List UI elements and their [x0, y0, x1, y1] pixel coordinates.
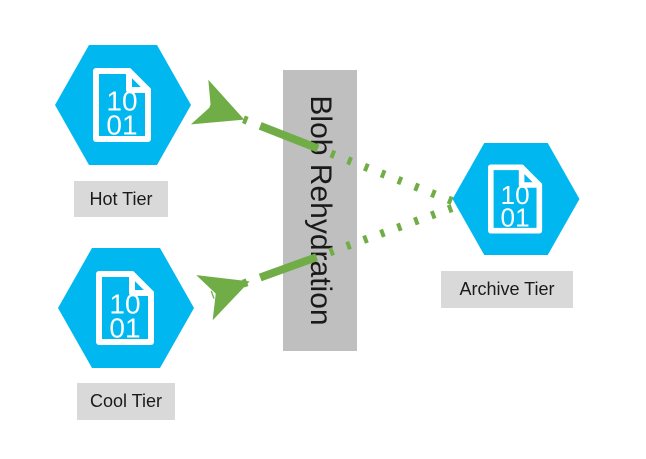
node-hot-tier[interactable]: 10 01 — [55, 45, 191, 165]
hot-tier-hexagon: 10 01 — [55, 45, 191, 165]
svg-text:01: 01 — [106, 109, 137, 140]
node-archive-tier[interactable]: 10 01 — [452, 143, 580, 255]
svg-text:01: 01 — [109, 312, 140, 343]
svg-text:10: 10 — [106, 85, 137, 116]
node-cool-tier[interactable]: 10 01 — [58, 248, 194, 368]
chip-cool-tier: Cool Tier — [77, 383, 175, 420]
svg-text:10: 10 — [501, 180, 530, 210]
chip-hot-tier: Hot Tier — [74, 181, 168, 217]
svg-text:01: 01 — [501, 202, 530, 232]
svg-text:10: 10 — [109, 288, 140, 319]
cool-tier-hexagon: 10 01 — [58, 248, 194, 368]
archive-tier-hexagon: 10 01 — [452, 143, 580, 255]
chip-archive-tier: Archive Tier — [441, 271, 573, 308]
blob-rehydration-band — [283, 70, 357, 351]
